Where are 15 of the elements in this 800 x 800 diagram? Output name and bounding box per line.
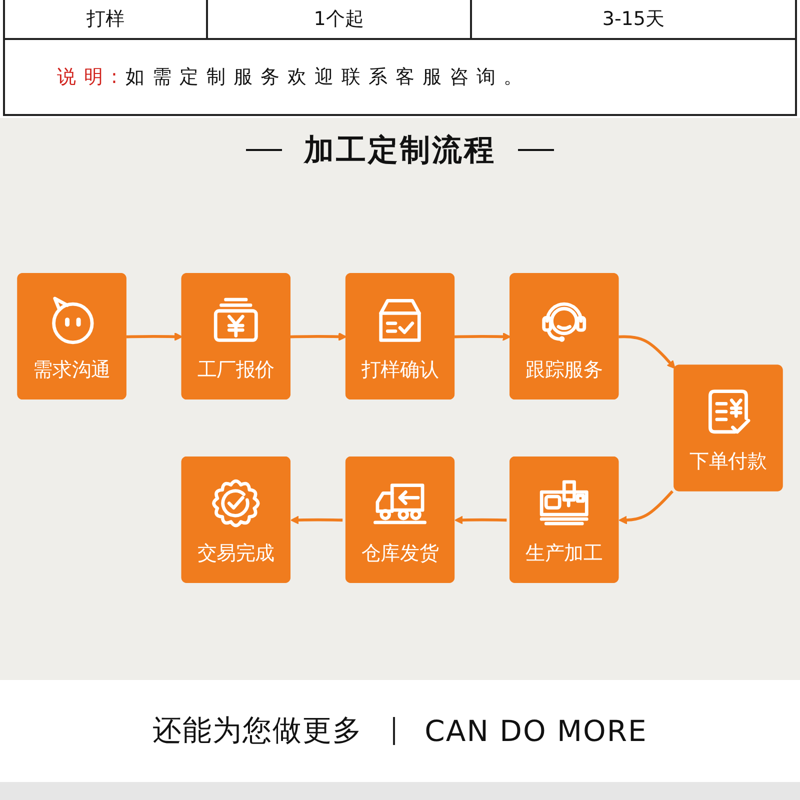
arrow — [126, 332, 183, 341]
arrow — [454, 332, 511, 341]
table-cell: 打样 — [4, 0, 207, 39]
arrow — [618, 335, 676, 369]
arrow — [454, 516, 507, 524]
table-cell: 1个起 — [206, 0, 471, 39]
note-label: 说明: — [57, 66, 126, 88]
slogan-text: CAN DO MORE — [424, 714, 648, 748]
arrow — [618, 490, 674, 524]
arrow — [290, 516, 343, 524]
table-cell: 3-15天 — [470, 0, 796, 39]
title: 加工定制流程 — [304, 132, 496, 170]
slogan-text: 还能为您做更多 — [152, 712, 363, 749]
arrow — [290, 332, 347, 341]
note-text: 如需定制服务欢迎联系客服咨询。 — [125, 66, 530, 88]
